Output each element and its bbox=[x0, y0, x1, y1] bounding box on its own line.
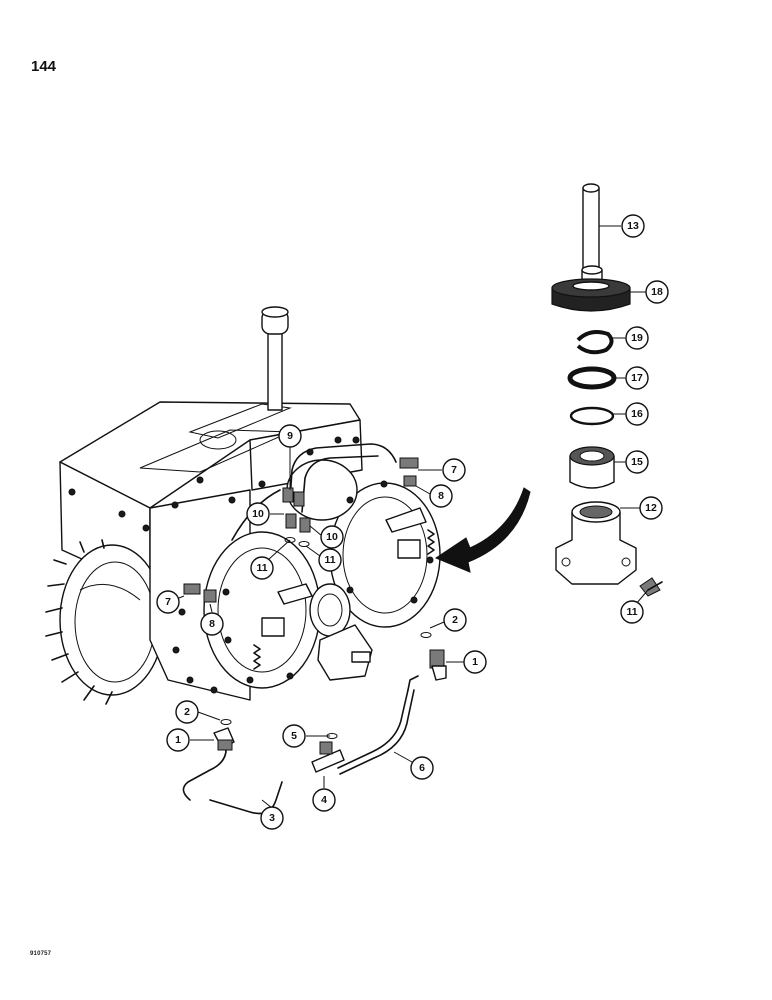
part-19-snap-ring bbox=[576, 330, 614, 355]
callout-3: 3 bbox=[260, 806, 284, 830]
part-13-fitting bbox=[639, 577, 663, 597]
svg-text:17: 17 bbox=[631, 372, 643, 384]
svg-text:2: 2 bbox=[184, 706, 190, 718]
svg-text:19: 19 bbox=[631, 332, 643, 344]
svg-text:5: 5 bbox=[291, 730, 297, 742]
callout-2-right: 2 bbox=[443, 608, 467, 632]
callout-8-right: 8 bbox=[429, 484, 453, 508]
svg-text:9: 9 bbox=[287, 430, 293, 442]
housing-bolts bbox=[68, 436, 342, 694]
callout-16: 16 bbox=[625, 402, 649, 426]
callout-4: 4 bbox=[312, 788, 336, 812]
part-18-knob bbox=[551, 265, 631, 312]
callout-6: 6 bbox=[410, 756, 434, 780]
callout-18: 18 bbox=[645, 280, 669, 304]
part-17-washer bbox=[567, 366, 617, 390]
part-14-pin bbox=[582, 183, 600, 271]
svg-text:10: 10 bbox=[252, 508, 264, 520]
part-16-o-ring bbox=[569, 406, 615, 426]
svg-text:3: 3 bbox=[269, 812, 275, 824]
svg-text:11: 11 bbox=[324, 554, 335, 566]
figure-code: 910757 bbox=[30, 951, 52, 957]
callout-15: 15 bbox=[625, 450, 649, 474]
fittings bbox=[183, 457, 447, 773]
svg-text:1: 1 bbox=[175, 734, 181, 746]
bell-housing-studs bbox=[45, 539, 113, 705]
hydraulic-lines bbox=[182, 443, 419, 815]
callout-1-left: 1 bbox=[166, 728, 190, 752]
svg-text:8: 8 bbox=[438, 490, 444, 502]
callout-2-left: 2 bbox=[175, 700, 199, 724]
callout-10-right: 10 bbox=[320, 525, 344, 549]
callout-7-right: 7 bbox=[442, 458, 466, 482]
svg-text:12: 12 bbox=[645, 502, 657, 514]
valve-housings bbox=[203, 436, 441, 689]
install-direction-arrow bbox=[434, 487, 531, 573]
callout-19: 19 bbox=[625, 326, 649, 350]
callout-14: 13 bbox=[621, 214, 645, 238]
svg-text:4: 4 bbox=[321, 794, 327, 806]
leader-lines bbox=[173, 225, 649, 809]
callout-11-left: 11 bbox=[250, 556, 274, 580]
callout-11-right: 11 bbox=[318, 548, 342, 572]
transmission-housing bbox=[45, 306, 363, 705]
callout-17: 17 bbox=[625, 366, 649, 390]
callouts: 13 18 19 17 16 15 12 11 7 8 9 10 10 11 1… bbox=[156, 214, 669, 830]
callout-13: 11 bbox=[620, 600, 644, 624]
svg-text:1: 1 bbox=[472, 656, 478, 668]
svg-text:18: 18 bbox=[651, 286, 663, 298]
svg-text:11: 11 bbox=[256, 562, 267, 574]
svg-text:6: 6 bbox=[419, 762, 425, 774]
callout-9: 9 bbox=[278, 424, 302, 448]
svg-text:15: 15 bbox=[631, 456, 643, 468]
part-15-bushing bbox=[569, 446, 615, 489]
svg-text:11: 11 bbox=[626, 606, 637, 618]
callout-5: 5 bbox=[282, 724, 306, 748]
part-12-housing bbox=[555, 501, 637, 585]
svg-text:2: 2 bbox=[452, 614, 458, 626]
svg-text:7: 7 bbox=[451, 464, 457, 476]
svg-text:7: 7 bbox=[165, 596, 171, 608]
svg-text:16: 16 bbox=[631, 408, 643, 420]
callout-7-left: 7 bbox=[156, 590, 180, 614]
svg-text:8: 8 bbox=[209, 618, 215, 630]
exploded-parts bbox=[551, 183, 663, 597]
svg-text:10: 10 bbox=[326, 531, 338, 543]
svg-text:13: 13 bbox=[627, 220, 639, 232]
page-number: 144 bbox=[31, 58, 57, 75]
callout-8-left: 8 bbox=[200, 612, 224, 636]
callout-10-left: 10 bbox=[246, 502, 270, 526]
callout-12: 12 bbox=[639, 496, 663, 520]
callout-1-right: 1 bbox=[463, 650, 487, 674]
